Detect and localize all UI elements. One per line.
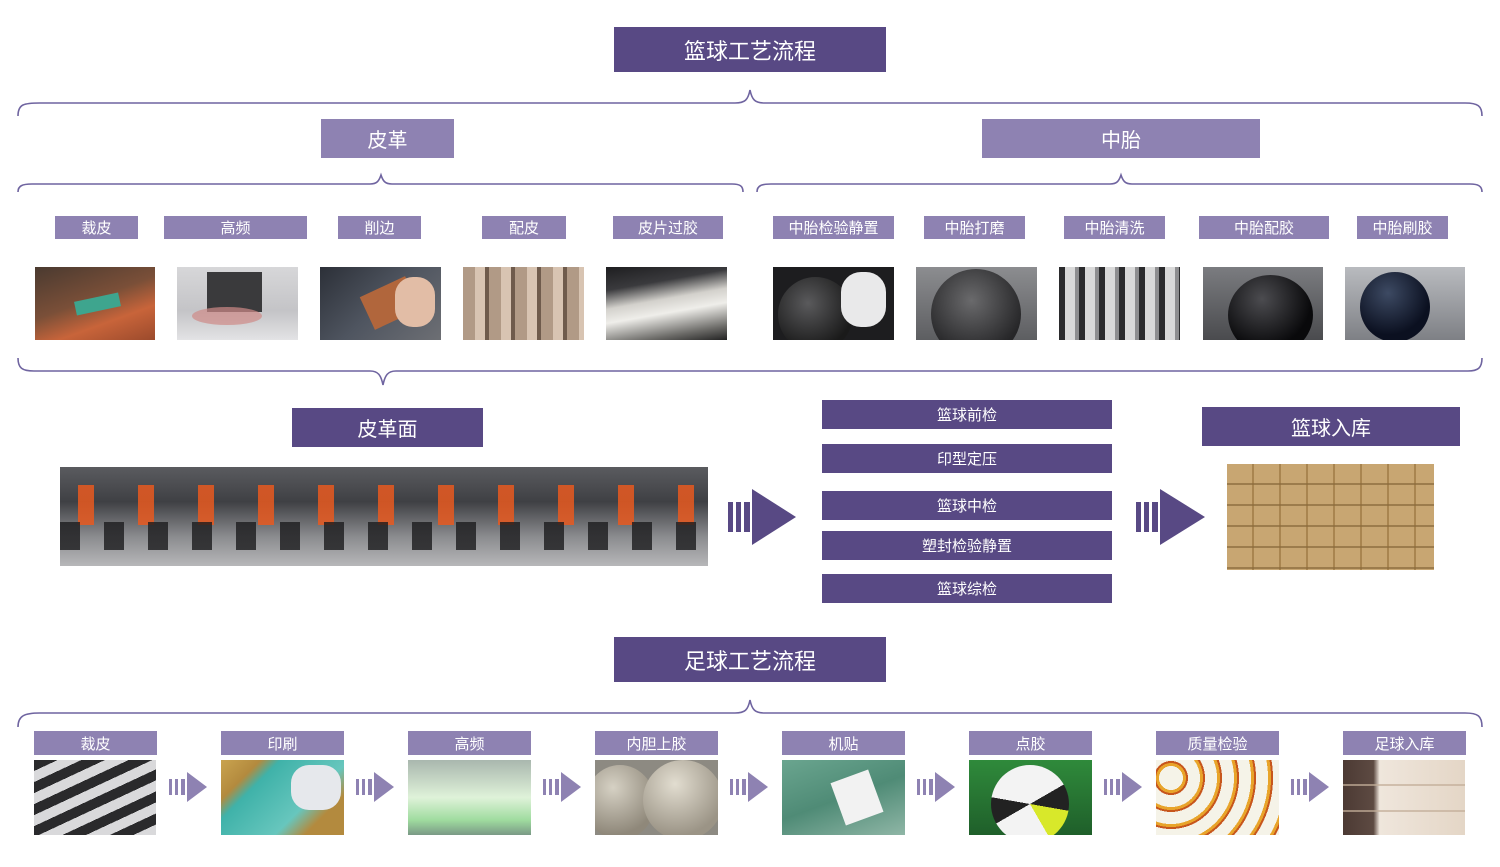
leather-step-label: 裁皮 [55,216,138,239]
photo-bladder-glue-mixing [1203,267,1323,340]
photo-football-machine-paste [782,760,905,835]
bladder-step-label: 中胎刷胶 [1357,216,1448,239]
brace-combine [17,357,1483,386]
football-title: 足球工艺流程 [614,637,886,682]
bladder-step-label: 中胎清洗 [1064,216,1165,239]
photo-edge-shaving [320,267,441,340]
bladder-heading: 中胎 [982,119,1260,158]
basketball-title: 篮球工艺流程 [614,27,886,72]
arrow-right-icon [1291,772,1329,802]
check-step: 篮球综检 [822,574,1112,603]
arrow-right-icon [543,772,581,802]
photo-football-glue-dispensing [969,760,1092,835]
leather-step-label: 皮片过胶 [613,216,723,239]
bladder-step-label: 中胎打磨 [924,216,1025,239]
photo-bladder-washing [1059,267,1180,340]
brace-leather [17,172,744,193]
check-step: 篮球中检 [822,491,1112,520]
arrow-right-icon [356,772,394,802]
leather-step-label: 高频 [164,216,307,239]
football-step-label: 印刷 [221,731,344,755]
leather-heading: 皮革 [321,119,454,158]
arrow-right-icon [1104,772,1142,802]
basketball-storage-heading: 篮球入库 [1202,407,1460,446]
photo-football-storage [1343,760,1465,835]
brace-bladder [756,172,1483,193]
arrow-right-icon [1136,489,1205,545]
photo-football-bladder-glue [595,760,718,835]
arrow-right-icon [917,772,955,802]
brace-football [17,699,1483,728]
football-step-label: 足球入库 [1343,731,1466,755]
football-step-label: 质量检验 [1156,731,1279,755]
check-step: 印型定压 [822,444,1112,473]
photo-bladder-glue-brushing [1345,267,1465,340]
photo-high-frequency [177,267,298,340]
photo-football-quality-check [1156,760,1279,835]
photo-bladder-inspection [773,267,894,340]
leather-face-heading: 皮革面 [292,408,483,447]
brace-basketball [17,89,1483,117]
check-step: 篮球前检 [822,400,1112,429]
bladder-step-label: 中胎检验静置 [773,216,894,239]
arrow-right-icon [730,772,768,802]
arrow-right-icon [728,489,796,545]
football-step-label: 内胆上胶 [595,731,718,755]
leather-step-label: 削边 [338,216,421,239]
football-step-label: 高频 [408,731,531,755]
photo-bladder-grinding [916,267,1037,340]
check-step: 塑封检验静置 [822,531,1112,560]
photo-leather-matching [463,267,584,340]
photo-workshop [60,467,708,566]
photo-leather-cutting [35,267,155,340]
photo-football-cutting [34,760,156,835]
photo-storage-boxes [1227,464,1434,570]
arrow-right-icon [169,772,207,802]
photo-football-printing [221,760,344,835]
bladder-step-label: 中胎配胶 [1199,216,1329,239]
football-step-label: 机贴 [782,731,905,755]
photo-leather-gluing [606,267,727,340]
leather-step-label: 配皮 [482,216,566,239]
photo-football-high-frequency [408,760,531,835]
football-step-label: 裁皮 [34,731,157,755]
football-step-label: 点胶 [969,731,1092,755]
